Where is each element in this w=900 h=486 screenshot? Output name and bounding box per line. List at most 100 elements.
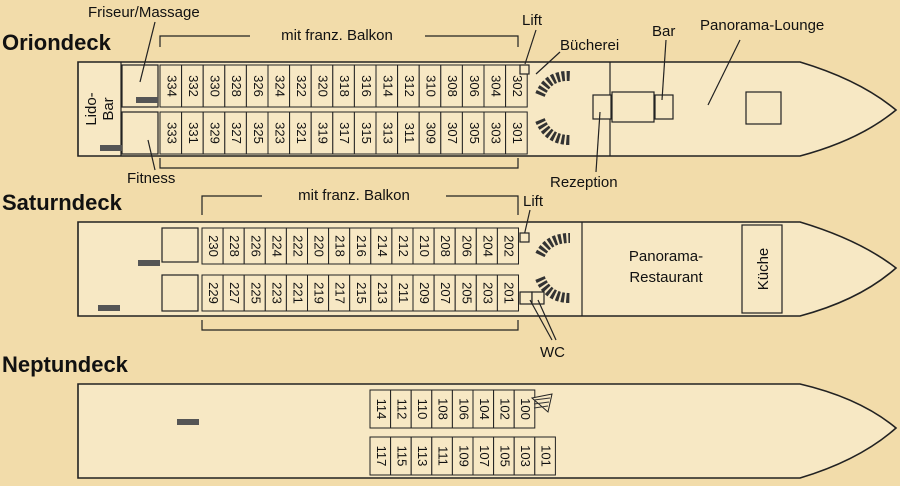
cabin-number: 214 [375, 235, 390, 257]
cabin-314: 314 [375, 64, 399, 108]
fitness-label: Fitness [127, 170, 175, 187]
cabin-number: 105 [497, 445, 512, 467]
cabin-212: 212 [391, 227, 414, 265]
cabin-box [513, 389, 536, 429]
cabin-225: 225 [243, 274, 266, 312]
cabin-223: 223 [264, 274, 287, 312]
cabin-106: 106 [451, 389, 474, 429]
cabin-115: 115 [390, 436, 412, 476]
cabin-number: 203 [480, 282, 495, 304]
cabin-number: 204 [480, 235, 495, 257]
friseur-pointer [139, 21, 156, 83]
lido-bar-label-1: Lido- [83, 92, 100, 125]
cabin-number: 227 [227, 282, 242, 304]
cabin-number: 223 [269, 282, 284, 304]
cabin-number: 117 [374, 446, 389, 467]
lounge-table [745, 91, 782, 125]
stairs-icon [177, 419, 199, 425]
kueche-room [741, 224, 783, 314]
cabin-318: 318 [332, 64, 355, 108]
cabin-number: 201 [502, 282, 517, 304]
cabin-211: 211 [391, 274, 414, 312]
stairs-icon [138, 260, 160, 266]
bar-pointer [661, 39, 667, 101]
cabin-number: 329 [208, 122, 223, 144]
cabin-207: 207 [433, 274, 456, 312]
cabin-326: 326 [245, 64, 269, 108]
cabin-102: 102 [493, 389, 515, 429]
cabin-101: 101 [534, 436, 556, 476]
cabin-number: 219 [312, 282, 327, 304]
rezeption-desk [592, 94, 612, 120]
cabin-number: 215 [354, 282, 369, 304]
cabin-number: 325 [251, 122, 266, 144]
saturn-balkon-bracket-top [201, 195, 519, 215]
cabin-number: 317 [337, 122, 352, 144]
cabin-319: 319 [310, 111, 334, 155]
stairs-icon [136, 97, 158, 103]
bar-label: Bar [652, 23, 675, 40]
cabin-number: 221 [291, 282, 306, 304]
rezeption-pointer [595, 111, 601, 173]
cabin-108: 108 [431, 389, 453, 429]
cabin-number: 310 [424, 75, 439, 97]
cabin-number: 306 [467, 75, 482, 97]
cabin-320: 320 [310, 64, 334, 108]
cabin-313: 313 [375, 111, 399, 155]
cabin-303: 303 [483, 111, 507, 155]
cabin-219: 219 [307, 274, 330, 312]
cabin-214: 214 [370, 227, 393, 265]
cabin-328: 328 [224, 64, 247, 108]
cabin-306: 306 [461, 64, 485, 108]
cabin-number: 108 [436, 398, 451, 420]
cabin-number: 304 [488, 75, 503, 97]
restaurant-seating [535, 233, 571, 303]
cabin-number: 212 [396, 235, 411, 257]
cabin-201: 201 [496, 274, 519, 312]
cabin-number: 103 [518, 445, 533, 467]
lido-bar-label-2: Bar [100, 97, 117, 120]
cabin-number: 115 [394, 446, 409, 467]
cabin-number: 311 [402, 123, 417, 144]
stairs-icon [98, 305, 120, 311]
cabin-number: 113 [415, 446, 430, 467]
cabin-number: 323 [272, 122, 287, 144]
cabin-310: 310 [418, 64, 442, 108]
cabin-number: 309 [424, 122, 439, 144]
rezeption-label: Rezeption [550, 174, 618, 191]
cabin-number: 206 [459, 235, 474, 257]
neptundeck-title: Neptundeck [2, 352, 129, 377]
cabin-number: 109 [456, 445, 471, 467]
cabin-230: 230 [201, 227, 224, 265]
saturn-stair-room [161, 227, 199, 263]
cabin-216: 216 [349, 227, 372, 265]
cabin-number: 230 [206, 235, 221, 257]
cabin-114: 114 [369, 389, 392, 429]
cabin-204: 204 [475, 227, 498, 265]
cabin-number: 209 [417, 282, 432, 304]
cabin-322: 322 [289, 64, 312, 108]
cabin-number: 210 [417, 235, 432, 257]
cabin-111: 111 [431, 436, 453, 476]
cabin-331: 331 [181, 111, 204, 155]
cabin-308: 308 [440, 64, 463, 108]
cabin-229: 229 [201, 274, 224, 312]
bar-counter [654, 94, 674, 120]
cabin-number: 316 [359, 75, 374, 97]
cabin-number: 226 [248, 235, 263, 257]
friseur-label: Friseur/Massage [88, 4, 200, 21]
cabin-number: 224 [269, 235, 284, 257]
wc-label: WC [540, 344, 565, 361]
cabin-number: 220 [312, 235, 327, 257]
buecherei-label: Bücherei [560, 37, 619, 54]
cabin-number: 218 [333, 235, 348, 257]
cabin-332: 332 [181, 64, 204, 108]
cabin-206: 206 [454, 227, 477, 265]
buecherei-pointer [535, 51, 561, 75]
restaurant-label-1: Panorama- [629, 248, 703, 265]
